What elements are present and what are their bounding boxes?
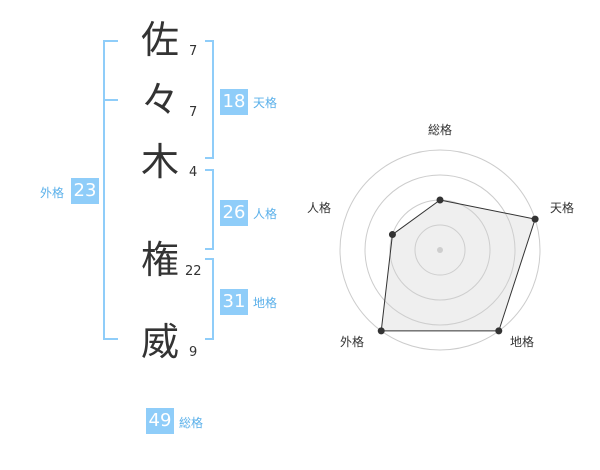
chikaku-value: 31 xyxy=(220,289,248,315)
radar-series xyxy=(380,199,536,332)
radar-point-2 xyxy=(531,215,539,223)
radar-point-1 xyxy=(436,196,444,204)
radar-ring xyxy=(364,174,516,326)
radar-ring xyxy=(339,149,541,351)
radar-axis-label-jinkaku: 人格 xyxy=(307,201,332,215)
stroke-count-4: 22 xyxy=(185,264,202,279)
tenkaku-value: 18 xyxy=(220,89,248,115)
radar-axis-label-tenkaku: 天格 xyxy=(550,201,575,215)
radar-point-4 xyxy=(377,327,385,335)
name-char-5: 威 xyxy=(140,320,179,364)
jinkaku-bracket xyxy=(205,169,214,250)
radar-axis-label-gaikaku: 外格 xyxy=(340,335,365,349)
chikaku-label: 地格 xyxy=(253,296,278,310)
name-char-2: 々 xyxy=(140,78,179,122)
gaikaku-bracket xyxy=(103,40,118,340)
radar-center xyxy=(437,247,443,253)
radar-axis-label-chikaku: 地格 xyxy=(510,335,535,349)
jinkaku-label: 人格 xyxy=(253,207,278,221)
radar-ring xyxy=(414,224,466,276)
gaikaku-value: 23 xyxy=(71,178,99,204)
name-char-3: 木 xyxy=(140,140,179,184)
name-char-4: 権 xyxy=(140,238,179,282)
radar-point-5 xyxy=(388,231,396,239)
tenkaku-label: 天格 xyxy=(253,96,278,110)
jinkaku-value: 26 xyxy=(220,200,248,226)
chikaku-bracket xyxy=(205,258,214,340)
radar-point-3 xyxy=(495,327,503,335)
stroke-count-2: 7 xyxy=(189,105,198,120)
stroke-count-3: 4 xyxy=(189,165,198,180)
tenkaku-bracket xyxy=(205,40,214,159)
gaikaku-label: 外格 xyxy=(40,186,65,200)
stroke-count-1: 7 xyxy=(189,44,198,59)
name-char-1: 佐 xyxy=(140,18,179,62)
radar-axis-label-soukaku: 総格 xyxy=(428,123,453,137)
soukaku-value: 49 xyxy=(146,408,174,434)
soukaku-label: 総格 xyxy=(179,416,204,430)
stroke-count-5: 9 xyxy=(189,345,198,360)
